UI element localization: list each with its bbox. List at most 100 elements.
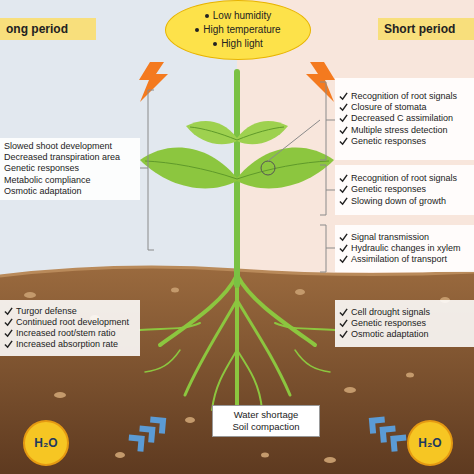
node-text: H₂O	[418, 436, 441, 450]
node-text: High temperature	[203, 23, 280, 37]
roots	[140, 275, 335, 410]
node-text: Increased absorption rate	[16, 339, 118, 350]
text-row: Short period	[384, 22, 474, 36]
text-row: Osmotic adaptation	[4, 186, 136, 197]
check-stroke	[5, 319, 12, 325]
check-stroke	[340, 175, 347, 181]
period-label: ong period	[0, 18, 96, 40]
check-stroke	[340, 234, 347, 240]
text-row: Hydraulic changes in xylem	[339, 243, 470, 254]
node-text: Decreased transpiration area	[4, 152, 120, 163]
node-text: Slowed shoot development	[4, 141, 112, 152]
plant	[140, 72, 335, 410]
node-text: Hydraulic changes in xylem	[351, 243, 461, 254]
node-text: Metabolic compliance	[4, 175, 91, 186]
check-stroke	[5, 308, 12, 314]
node-text: Closure of stomata	[351, 102, 427, 113]
soil	[0, 267, 474, 474]
response-list: Recognition of root signalsClosure of st…	[335, 78, 474, 160]
text-row: Genetic responses	[339, 184, 470, 195]
node-text: Decreased C assimilation	[351, 113, 453, 124]
text-row: Decreased C assimilation	[339, 113, 470, 124]
text-row: Signal transmission	[339, 232, 470, 243]
text-row: Multiple stress detection	[339, 125, 470, 136]
check-stroke	[5, 330, 12, 336]
text-row: Increased absorption rate	[4, 339, 136, 350]
check-stroke	[340, 256, 347, 262]
node-text: Genetic responses	[351, 136, 426, 147]
text-row: Assimilation of transport	[339, 254, 470, 265]
check-mark	[4, 318, 13, 327]
text-row: Slowing down of growth	[339, 196, 470, 207]
check-stroke	[340, 331, 347, 337]
check-mark	[339, 103, 348, 112]
check-mark	[339, 92, 348, 101]
stress-box: Water shortageSoil compaction	[212, 405, 320, 437]
node-text: ong period	[6, 22, 68, 36]
check-stroke	[340, 127, 347, 133]
text-row: Continued root development	[4, 317, 136, 328]
response-list: Signal transmissionHydraulic changes in …	[335, 225, 474, 272]
text-row: H₂O	[34, 436, 57, 450]
node-text: Recognition of root signals	[351, 173, 457, 184]
check-mark	[4, 340, 13, 349]
text-row: Cell drought signals	[339, 307, 470, 318]
check-mark	[339, 137, 348, 146]
check-stroke	[340, 93, 347, 99]
text-row: Closure of stomata	[339, 102, 470, 113]
leaf	[186, 121, 237, 144]
text-row: ong period	[6, 22, 96, 36]
check-mark	[339, 330, 348, 339]
node-text: Assimilation of transport	[351, 254, 447, 265]
check-mark	[339, 174, 348, 183]
node-text: Turgor defense	[16, 306, 77, 317]
response-list: Slowed shoot developmentDecreased transp…	[0, 138, 140, 200]
check-mark	[339, 308, 348, 317]
water-circle: H₂O	[407, 420, 453, 466]
text-row: Decreased transpiration area	[4, 152, 136, 163]
brackets	[140, 82, 335, 272]
check-stroke	[340, 320, 347, 326]
text-row: H₂O	[418, 436, 441, 450]
node-text: Genetic responses	[4, 163, 79, 174]
node-text: Continued root development	[16, 317, 129, 328]
text-row: Turgor defense	[4, 306, 136, 317]
period-label: Short period	[378, 18, 474, 40]
text-row: Metabolic compliance	[4, 175, 136, 186]
stress-ellipse: Low humidityHigh temperatureHigh light	[165, 0, 311, 60]
response-list: Cell drought signalsGenetic responsesOsm…	[335, 300, 474, 347]
response-list: Turgor defenseContinued root development…	[0, 300, 140, 356]
node-text: Genetic responses	[351, 318, 426, 329]
node-text: Osmotic adaptation	[351, 329, 429, 340]
check-mark	[4, 329, 13, 338]
node-text: Low humidity	[213, 9, 271, 23]
check-stroke	[340, 186, 347, 192]
text-row: Soil compaction	[232, 421, 299, 433]
node-text: Genetic responses	[351, 184, 426, 195]
text-row: High temperature	[195, 23, 280, 37]
node-text: Soil compaction	[232, 421, 299, 433]
leaf	[237, 148, 334, 189]
bullet-dot	[195, 28, 199, 32]
bullet-dot	[213, 42, 217, 46]
node-text: Cell drought signals	[351, 307, 430, 318]
check-mark	[339, 185, 348, 194]
text-row: Increased root/stem ratio	[4, 328, 136, 339]
node-text: Osmotic adaptation	[4, 186, 82, 197]
leaf	[237, 121, 288, 144]
node-text: Short period	[384, 22, 455, 36]
response-list: Recognition of root signalsGenetic respo…	[335, 165, 474, 215]
check-stroke	[340, 245, 347, 251]
water-circle: H₂O	[23, 420, 69, 466]
text-row: Osmotic adaptation	[339, 329, 470, 340]
text-row: Water shortage	[234, 409, 299, 421]
text-row: Genetic responses	[339, 136, 470, 147]
check-stroke	[340, 309, 347, 315]
node-text: Slowing down of growth	[351, 196, 446, 207]
node-text: High light	[221, 37, 263, 51]
check-stroke	[340, 104, 347, 110]
check-mark	[339, 114, 348, 123]
leaf	[140, 148, 237, 189]
text-row: Low humidity	[205, 9, 271, 23]
